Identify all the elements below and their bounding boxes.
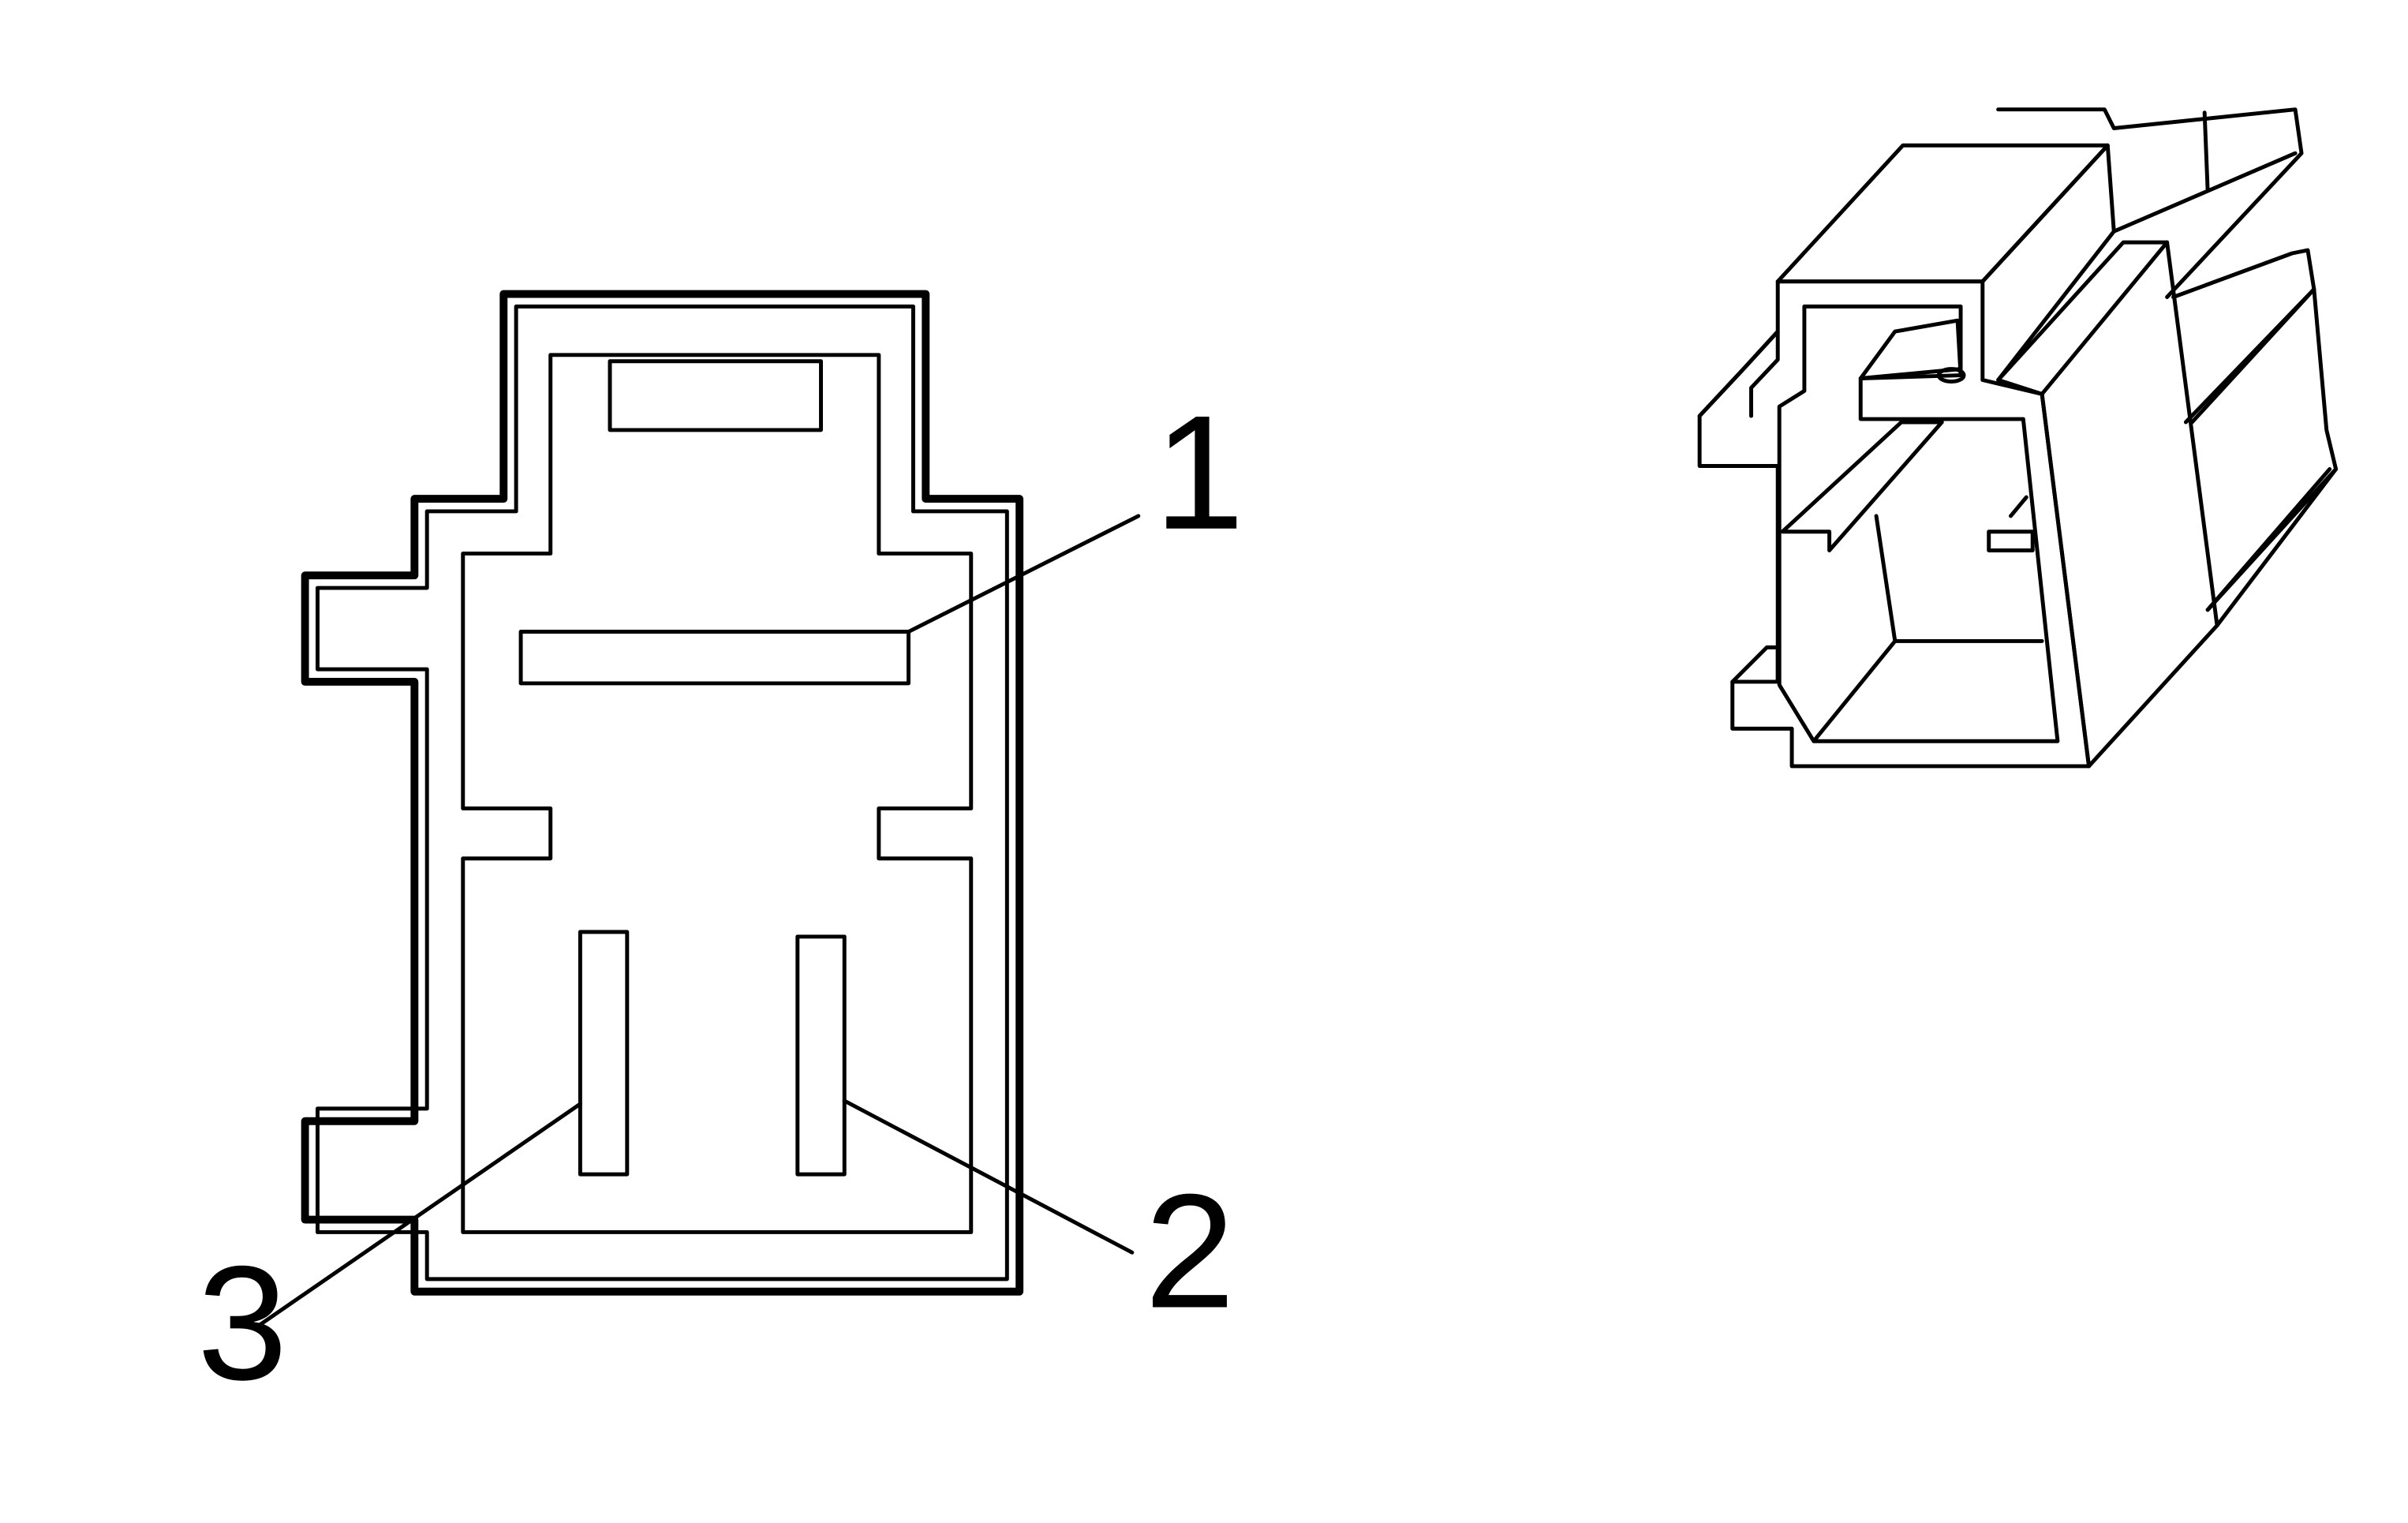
iso-left-catch-upper: [1697, 329, 1780, 418]
iso-rear-rib-1: [2171, 248, 2316, 425]
iso-left-catch-lower: [1730, 645, 1780, 684]
terminal-1: [518, 630, 910, 686]
leader-line-1: [907, 514, 1141, 634]
iso-rear-rib-line-c: [2205, 466, 2332, 612]
leader-line-3: [256, 1102, 582, 1328]
iso-latch-hole: [1936, 367, 1966, 384]
housing-outer-outline: [301, 290, 1024, 1296]
iso-lower-cavity: [1812, 514, 2044, 743]
iso-inner-latch: [1858, 318, 1963, 381]
iso-inner-divider: [1987, 495, 2035, 552]
connector-face-view: [256, 290, 1141, 1328]
housing-depth-edge: [316, 304, 1009, 1282]
iso-rear-rib-line-d: [2215, 466, 2339, 628]
iso-front-opening: [1777, 304, 2060, 743]
iso-top-face: [1775, 143, 2110, 284]
iso-right-block-edge: [2040, 240, 2170, 396]
cavity-outline: [461, 353, 974, 1234]
callout-label-1: 1: [1154, 381, 1245, 563]
iso-right-side: [1980, 143, 2116, 382]
callout-label-3: 3: [197, 1232, 288, 1414]
terminal-3: [578, 930, 630, 1177]
iso-inner-shelf: [1780, 420, 1944, 552]
terminal-2: [795, 934, 847, 1177]
iso-rear-rib-line-b: [2111, 151, 2298, 234]
latch-window: [608, 359, 824, 432]
connector-isometric-view: [1697, 107, 2339, 769]
leader-line-2: [842, 1098, 1135, 1255]
iso-rear-rib-top: [1996, 107, 2304, 299]
callout-label-2: 2: [1145, 1160, 1236, 1342]
iso-rear-rib-2: [2189, 287, 2339, 612]
iso-rear-rib-line-a: [2202, 110, 2210, 193]
